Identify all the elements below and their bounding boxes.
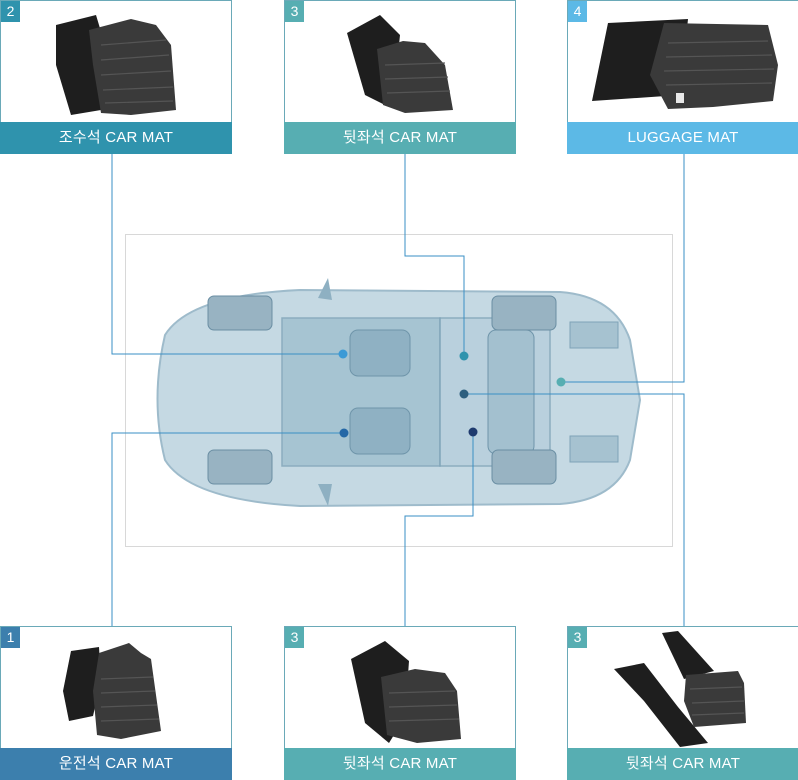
card-number-badge: 3 <box>285 627 304 648</box>
card-number-badge: 1 <box>1 627 20 648</box>
card-number-badge: 3 <box>285 1 304 22</box>
rear-mat-card-middle[interactable]: 3 뒷좌석 CAR MAT <box>284 626 516 780</box>
rear-mat-card-top[interactable]: 3 뒷좌석 CAR MAT <box>284 0 516 154</box>
card-label: 운전석 CAR MAT <box>0 748 232 780</box>
card-label: 조수석 CAR MAT <box>0 122 232 154</box>
driver-mat-image <box>63 643 161 739</box>
rear-mat-image <box>347 15 453 113</box>
passenger-mat-image <box>56 15 176 115</box>
driver-mat-card[interactable]: 1 운전석 CAR MAT <box>0 626 232 780</box>
luggage-mat-image <box>592 19 778 109</box>
card-number-badge: 3 <box>568 627 587 648</box>
card-number-badge: 4 <box>568 1 587 22</box>
card-number-badge: 2 <box>1 1 20 22</box>
rear-mat-image <box>351 641 461 743</box>
card-label: LUGGAGE MAT <box>567 122 798 154</box>
card-label: 뒷좌석 CAR MAT <box>567 748 798 780</box>
rear-mat-card-right[interactable]: 3 뒷좌석 CAR MAT <box>567 626 798 780</box>
rear-mat-image <box>614 631 746 747</box>
passenger-mat-card[interactable]: 2 조수석 CAR MAT <box>0 0 232 154</box>
card-label: 뒷좌석 CAR MAT <box>284 748 516 780</box>
car-diagram-frame <box>125 234 673 547</box>
luggage-mat-card[interactable]: 4 LUGGAGE MAT <box>567 0 798 154</box>
card-label: 뒷좌석 CAR MAT <box>284 122 516 154</box>
